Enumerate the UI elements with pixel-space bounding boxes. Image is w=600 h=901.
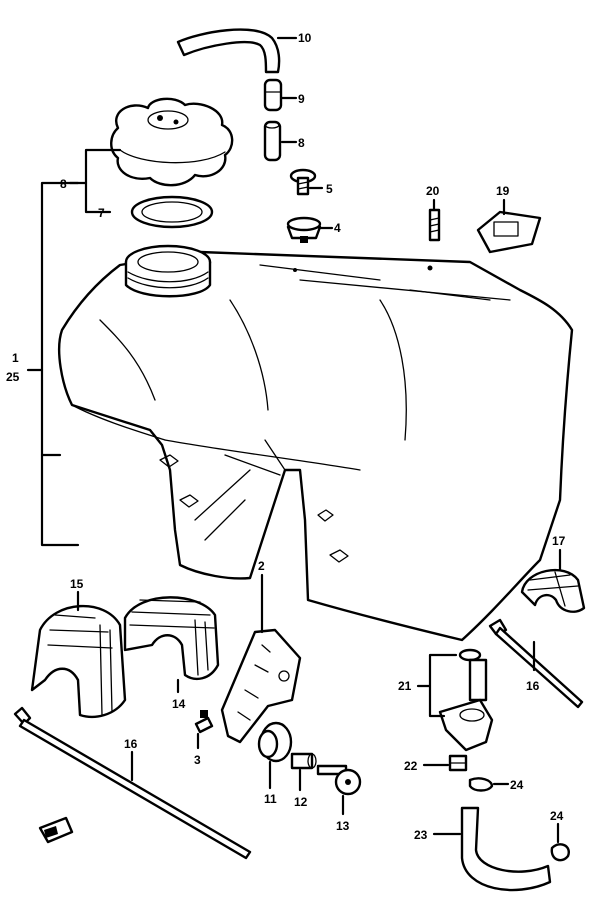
breather-tube bbox=[263, 120, 282, 162]
leader-lines bbox=[26, 36, 562, 844]
breather-valve bbox=[263, 78, 283, 112]
bolt-5 bbox=[289, 168, 317, 196]
callout-3: 3 bbox=[194, 753, 201, 767]
cushion-15 bbox=[30, 604, 127, 719]
bolt-20 bbox=[428, 208, 441, 242]
cushion-17 bbox=[520, 568, 586, 613]
callout-24-lower: 24 bbox=[550, 809, 564, 823]
screw-22 bbox=[448, 754, 468, 772]
cushion-14 bbox=[123, 596, 220, 681]
small-clip bbox=[38, 816, 74, 844]
callout-7: 7 bbox=[98, 206, 105, 220]
clamp-24-upper bbox=[468, 777, 494, 792]
strap-16-right bbox=[488, 618, 584, 709]
clamp-24-lower bbox=[550, 843, 570, 862]
callout-8-tube: 8 bbox=[298, 136, 305, 150]
callout-16-right: 16 bbox=[526, 679, 540, 693]
callout-22: 22 bbox=[404, 759, 418, 773]
bolt-3 bbox=[194, 710, 214, 734]
callout-numbers: 1 25 8 7 10 9 8 5 4 20 19 17 15 14 2 3 1… bbox=[6, 31, 566, 842]
callout-13: 13 bbox=[336, 819, 350, 833]
callout-11: 11 bbox=[264, 792, 277, 806]
callout-21: 21 bbox=[398, 679, 412, 693]
cushion-4 bbox=[286, 216, 322, 243]
callout-15: 15 bbox=[70, 577, 84, 591]
callout-5: 5 bbox=[326, 182, 333, 196]
callout-4: 4 bbox=[334, 221, 341, 235]
strap-16-left bbox=[13, 706, 252, 860]
callout-17: 17 bbox=[552, 534, 566, 548]
bracket-2 bbox=[220, 628, 302, 744]
fuel-cock bbox=[438, 648, 494, 752]
grommet-11 bbox=[257, 721, 293, 763]
callout-25: 25 bbox=[6, 370, 20, 384]
callout-9: 9 bbox=[298, 92, 305, 106]
fuel-hose-23 bbox=[460, 806, 552, 892]
collar-12 bbox=[290, 752, 317, 770]
fuel-cap bbox=[110, 97, 234, 187]
callout-16-left: 16 bbox=[124, 737, 138, 751]
callout-14: 14 bbox=[172, 697, 186, 711]
bolt-13 bbox=[316, 764, 362, 796]
callout-20: 20 bbox=[426, 184, 440, 198]
cap-gasket bbox=[130, 195, 214, 229]
callout-12: 12 bbox=[294, 795, 308, 809]
breather-hose bbox=[176, 28, 281, 74]
callout-8-cap: 8 bbox=[60, 177, 67, 191]
callout-10: 10 bbox=[298, 31, 312, 45]
callout-24-upper: 24 bbox=[510, 778, 524, 792]
callout-19: 19 bbox=[496, 184, 510, 198]
clip-19 bbox=[476, 210, 542, 254]
callout-2: 2 bbox=[258, 559, 265, 573]
fuel-tank bbox=[58, 244, 574, 642]
callout-23: 23 bbox=[414, 828, 428, 842]
callout-1: 1 bbox=[12, 351, 19, 365]
